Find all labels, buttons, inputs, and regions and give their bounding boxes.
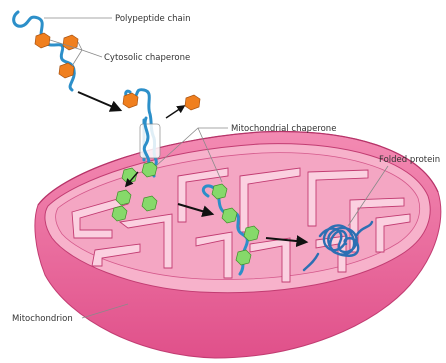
label-folded-protein: Folded protein — [379, 155, 440, 165]
arrow-chaperone-release — [166, 106, 184, 118]
cytosolic-chaperone-icon — [123, 93, 138, 108]
translocase-pore — [140, 124, 160, 158]
label-cytosolic-chaperone: Cytosolic chaperone — [104, 53, 190, 63]
cytosolic-chaperones-on-chain — [35, 33, 78, 78]
cytosolic-chaperone-icon — [35, 33, 50, 48]
label-mitochondrial-chaperone: Mitochondrial chaperone — [231, 124, 336, 134]
cytosolic-chaperone-icon — [185, 95, 200, 110]
arrow-to-import — [78, 92, 120, 110]
label-polypeptide-chain: Polypeptide chain — [115, 14, 190, 24]
cytosolic-chaperone-icon — [59, 63, 74, 78]
label-polypeptide-chain-group: Polypeptide chain — [44, 14, 190, 24]
mitochondrion — [35, 132, 441, 358]
label-mitochondrion: Mitochondrion — [12, 314, 73, 324]
